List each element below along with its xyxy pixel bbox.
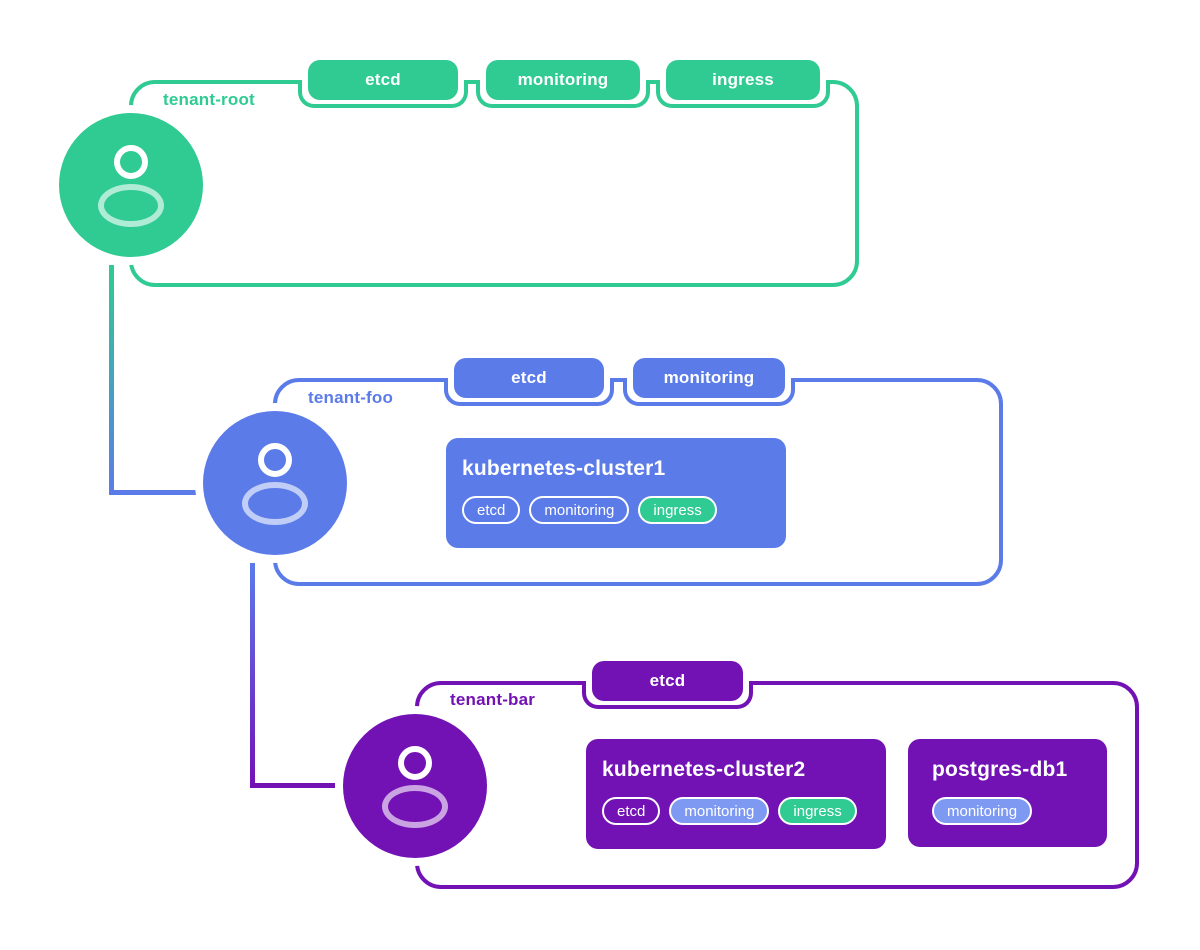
resource-badge: monitoring (486, 60, 640, 100)
workload-card-kubernetes-cluster2: kubernetes-cluster2 etcd monitoring ingr… (586, 739, 886, 849)
workload-pill-row: etcd monitoring ingress (462, 496, 770, 524)
connector-root-to-foo-horizontal (109, 490, 196, 495)
user-head-icon (114, 145, 148, 179)
workload-pill-row: etcd monitoring ingress (602, 797, 870, 825)
tenant-foo-user-avatar (203, 411, 347, 555)
resource-pill: monitoring (669, 797, 770, 825)
workload-title: kubernetes-cluster1 (462, 457, 666, 480)
workload-title: postgres-db1 (932, 758, 1068, 781)
connector-root-to-foo-vertical (109, 265, 114, 495)
tenant-bar-user-avatar (343, 714, 487, 858)
tenant-bar-label: tenant-bar (450, 690, 536, 709)
resource-badge: monitoring (633, 358, 785, 398)
user-torso-icon (242, 482, 308, 525)
workload-title: kubernetes-cluster2 (602, 758, 806, 781)
user-torso-icon (98, 184, 164, 227)
workload-pill-row: monitoring (932, 797, 1091, 825)
resource-pill: monitoring (529, 496, 630, 524)
resource-badge: etcd (592, 661, 743, 701)
tenant-foo-label: tenant-foo (308, 388, 394, 407)
workload-card-kubernetes-cluster1: kubernetes-cluster1 etcd monitoring ingr… (446, 438, 786, 548)
user-torso-icon (382, 785, 448, 828)
user-head-icon (398, 746, 432, 780)
resource-badge: etcd (454, 358, 604, 398)
tenant-root-user-avatar (59, 113, 203, 257)
resource-pill: ingress (778, 797, 857, 825)
resource-badge: ingress (666, 60, 820, 100)
connector-foo-to-bar-horizontal (250, 783, 335, 788)
resource-pill: etcd (462, 496, 521, 524)
user-head-icon (258, 443, 292, 477)
resource-pill: etcd (602, 797, 661, 825)
resource-pill: monitoring (932, 797, 1033, 825)
resource-pill: ingress (638, 496, 717, 524)
tenant-root-label: tenant-root (163, 90, 255, 109)
connector-foo-to-bar-vertical (250, 563, 255, 788)
workload-card-postgres-db1: postgres-db1 monitoring (908, 739, 1107, 847)
tenant-root-box (129, 80, 859, 287)
resource-badge: etcd (308, 60, 458, 100)
